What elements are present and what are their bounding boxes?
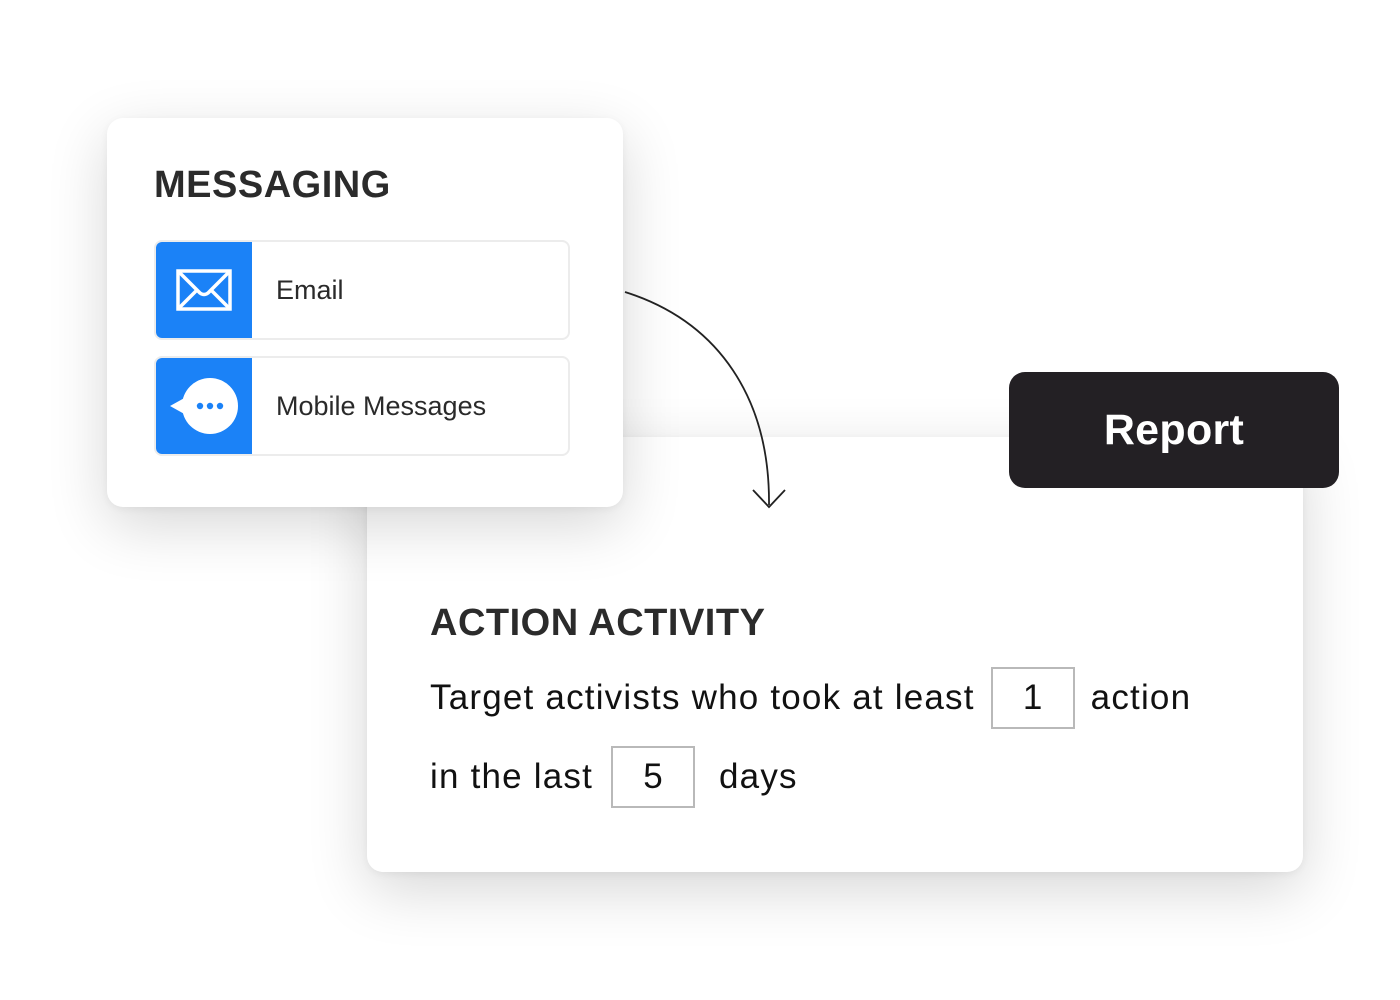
criteria-action-text: action xyxy=(1090,678,1192,717)
days-count-input[interactable]: 5 xyxy=(611,746,696,808)
criteria-sentence-line-1: Target activists who took at least 1 act… xyxy=(430,667,1191,729)
messaging-card: MESSAGING Email Mobile Messages xyxy=(107,118,623,507)
channel-mobile-messages[interactable]: Mobile Messages xyxy=(154,356,570,456)
channel-email-label: Email xyxy=(276,274,344,305)
action-activity-card: ACTION ACTIVITY Target activists who too… xyxy=(367,437,1303,872)
criteria-in-the-last-text: in the last xyxy=(430,757,594,796)
envelope-icon xyxy=(176,269,232,311)
criteria-days-text: days xyxy=(719,757,798,796)
mobile-messages-icon-box xyxy=(156,358,252,454)
messaging-title: MESSAGING xyxy=(154,164,391,206)
channel-mobile-messages-label: Mobile Messages xyxy=(276,390,487,421)
report-button[interactable]: Report xyxy=(1009,372,1339,488)
action-activity-title: ACTION ACTIVITY xyxy=(430,602,766,644)
email-icon-box xyxy=(156,242,252,338)
actions-count-input[interactable]: 1 xyxy=(990,667,1075,729)
criteria-prefix-text: Target activists who took at least xyxy=(430,678,975,717)
criteria-sentence-line-2: in the last 5 days xyxy=(430,746,798,808)
channel-email[interactable]: Email xyxy=(154,240,570,340)
chat-bubble-icon xyxy=(170,378,238,434)
